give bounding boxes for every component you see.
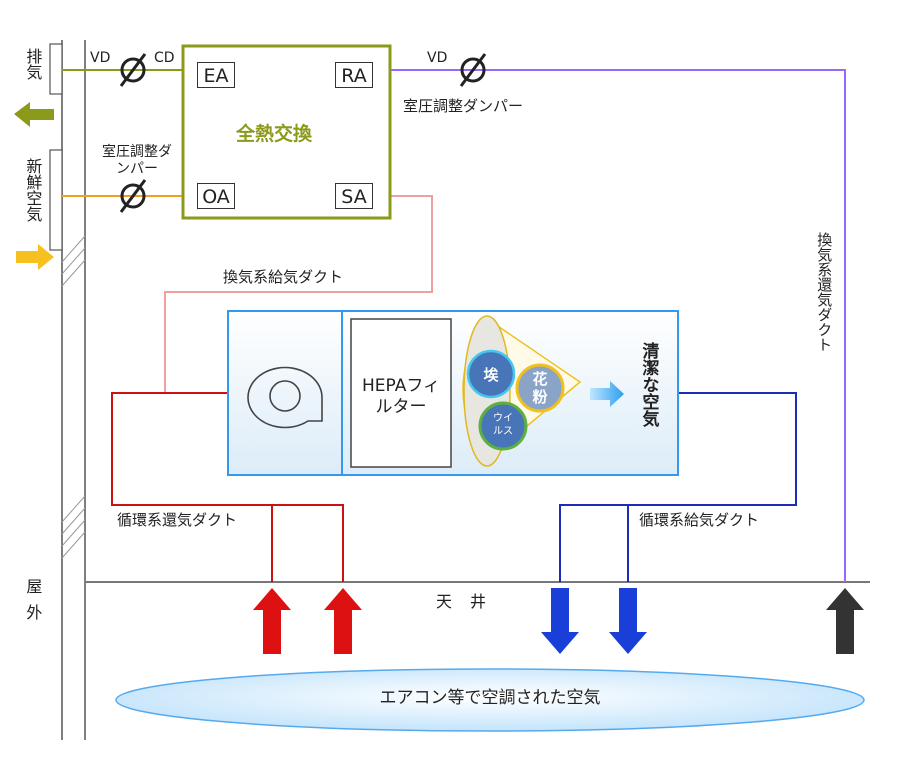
vd-left-label: VD [90, 50, 111, 66]
return-ventilation-duct-label: 換気系還気ダクト [815, 232, 834, 352]
pressure-damper-right-label: 室圧調整ダンパー [403, 97, 524, 115]
supply-down-arrow-icon [609, 588, 647, 654]
damper-vd-left-icon [119, 53, 147, 87]
exhaust-arrow-icon [14, 102, 54, 127]
hepa-filter-box [350, 318, 452, 468]
supply-down-arrow-icon [541, 588, 579, 654]
port-oa: OA [197, 183, 235, 209]
ceiling-label: 天井 [436, 592, 505, 611]
cd-label: CD [154, 50, 175, 66]
fresh-air-label: 新鮮空気 [23, 158, 43, 222]
port-sa: SA [335, 183, 373, 209]
return-ventilation-duct [390, 69, 846, 582]
pollen-label: 花粉 [532, 370, 548, 406]
damper-pressure-left-icon [119, 179, 147, 213]
fan-icon [247, 366, 323, 429]
hepa-filter-label: HEPAフィルター [362, 376, 440, 417]
particles-group [462, 315, 582, 467]
pressure-damper-left-label: 室圧調整ダンパー [102, 144, 172, 177]
heat-exchanger-title: 全熱交換 [236, 123, 313, 145]
port-ra: RA [335, 62, 373, 88]
exhaust-label: 排気 [23, 48, 43, 80]
port-ea: EA [197, 62, 235, 88]
conditioned-air-label: エアコン等で空調された空気 [379, 688, 601, 708]
pollen-particle-icon [515, 363, 565, 413]
dust-label: 埃 [483, 366, 499, 384]
dust-particle-icon [466, 349, 516, 399]
clean-air-arrow-icon [590, 381, 624, 407]
supply-ventilation-duct-label: 換気系給気ダクト [223, 268, 344, 286]
damper-vd-right-icon [459, 53, 487, 87]
conditioned-air-ellipse [115, 668, 865, 732]
exterior-wall [49, 40, 86, 740]
virus-label: ウイルス [493, 413, 513, 437]
vd-right-label: VD [427, 50, 448, 66]
return-up-arrow-icon [253, 588, 291, 654]
supply-circulation-duct [559, 392, 797, 582]
outdoor-label: 屋外 [23, 578, 43, 630]
supply-circulation-duct-label: 循環系給気ダクト [639, 511, 760, 529]
return-up-arrow-icon [324, 588, 362, 654]
clean-air-label: 清潔な空気 [638, 342, 659, 427]
virus-particle-icon [478, 401, 528, 451]
return-ventilation-up-arrow-icon [826, 588, 864, 654]
fresh-air-arrow-icon [16, 244, 54, 270]
return-circulation-duct [111, 392, 344, 582]
return-circulation-duct-label: 循環系還気ダクト [117, 511, 238, 529]
